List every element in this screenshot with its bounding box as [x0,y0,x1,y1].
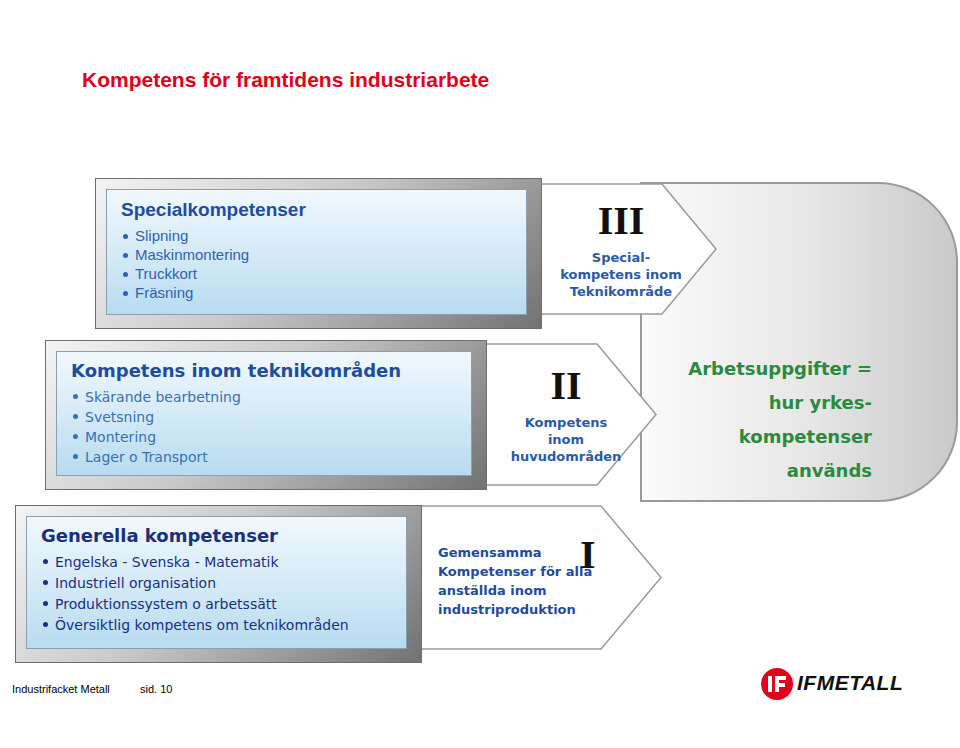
level-arrow: Gemensamma Kompetenser för alla anställd… [400,505,662,650]
level-numeral: III [560,199,682,243]
bullet-item: Slipning [121,226,512,245]
box-face: Kompetens inom teknikområdenSkärande bea… [56,351,472,476]
box-face: SpecialkompetenserSlipningMaskinmonterin… [106,189,527,315]
level-arrow: III Special- kompetens inom Teknikområde [520,183,717,315]
logo-symbol [760,667,794,701]
competence-box: Kompetens inom teknikområdenSkärande bea… [45,340,487,490]
level-arrow: II Kompetens inom huvudområden [470,343,657,486]
bullet-item: Skärande bearbetning [71,387,457,407]
bullet-item: Truckkort [121,264,512,283]
page-number: sid. 10 [140,683,172,695]
slide-title: Kompetens för framtidens industriarbete [82,68,489,92]
level-text: Special- kompetens inom Teknikområde [560,249,682,300]
tasks-text: Arbetsuppgifter = hur yrkes- kompetenser… [662,352,872,488]
competence-box: SpecialkompetenserSlipningMaskinmonterin… [95,178,542,329]
bullet-item: Engelska - Svenska - Matematik [41,552,392,573]
box-heading: Kompetens inom teknikområden [71,360,457,383]
level-text: Kompetens inom huvudområden [505,414,627,465]
logo-text: IFMETALL [797,671,903,695]
level-numeral: I [580,533,596,577]
bullet-item: Maskinmontering [121,245,512,264]
level-numeral: II [505,364,627,408]
bullet-item: Översiktlig kompetens om teknikområden [41,615,392,636]
bullet-item: Montering [71,427,457,447]
box-face: Generella kompetenserEngelska - Svenska … [26,516,407,649]
arrow-body: II Kompetens inom huvudområden [505,364,627,465]
bullet-item: Produktionssystem o arbetssätt [41,594,392,615]
arrow-body: III Special- kompetens inom Teknikområde [560,199,682,300]
bullet-item: Svetsning [71,407,457,427]
arrow-body: Gemensamma Kompetenser för alla anställd… [438,543,622,619]
box-heading: Specialkompetenser [121,198,512,222]
competence-box: Generella kompetenserEngelska - Svenska … [15,505,422,663]
bullet-item: Lager o Transport [71,447,457,467]
footer-text: Industrifacket Metall [12,683,110,695]
box-heading: Generella kompetenser [41,525,392,548]
bullet-item: Fräsning [121,283,512,302]
bullet-item: Industriell organisation [41,573,392,594]
